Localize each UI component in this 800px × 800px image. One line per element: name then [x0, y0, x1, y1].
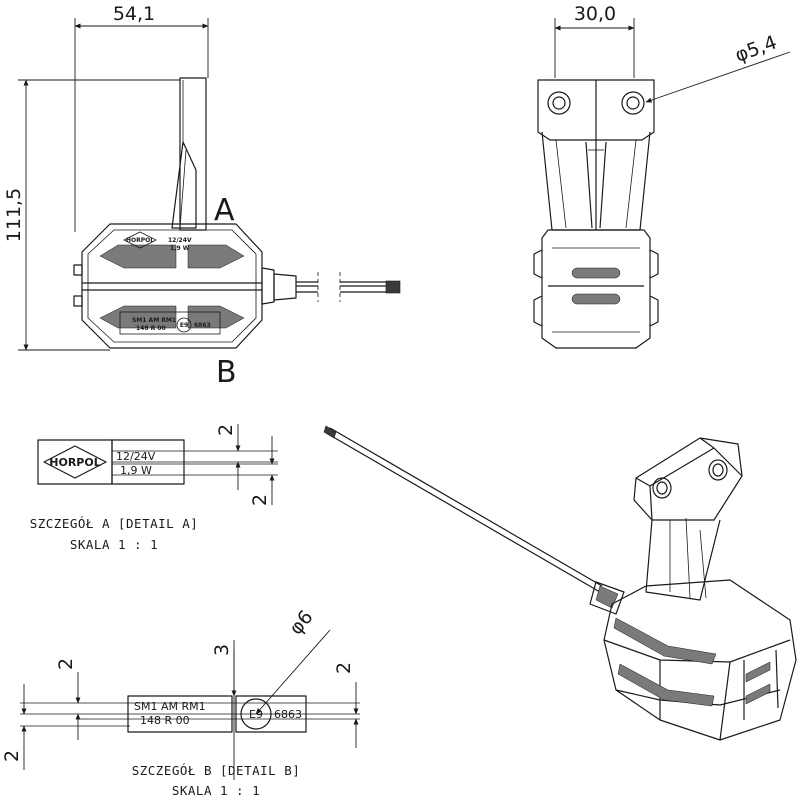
detail-b-dim-left-top: 2 — [55, 658, 77, 670]
detail-b-caption: SZCZEGÓŁ B [DETAIL B] — [132, 763, 301, 778]
hole-diameter-label: φ5,4 — [732, 31, 780, 66]
detail-b-scale: SKALA 1 : 1 — [172, 783, 260, 798]
section-label-a: A — [214, 193, 235, 228]
dimension-width-side: 30,0 — [554, 3, 635, 78]
detail-b-dim-mid: 3 — [211, 644, 233, 656]
detail-a-scale: SKALA 1 : 1 — [70, 537, 158, 552]
body-approval-code: SM1 AM RM1 — [132, 317, 176, 324]
detail-b-circle-dia: φ6 — [285, 606, 318, 639]
mount-hole-left — [547, 91, 571, 115]
section-label-b: B — [216, 355, 237, 390]
front-view: 54,1 111,5 HORPOL 12/24V 1,9 — [3, 3, 401, 390]
dimension-width-top: 54,1 — [74, 3, 209, 232]
dimension-54-label: 54,1 — [113, 3, 155, 25]
detail-a-caption: SZCZEGÓŁ A [DETAIL A] — [30, 516, 199, 531]
dimension-30-label: 30,0 — [574, 3, 616, 25]
detail-b-approval-code: SM1 AM RM1 — [134, 700, 206, 713]
isometric-view — [323, 425, 797, 741]
detail-a-dim-top: 2 — [215, 424, 237, 436]
detail-b-e-number: 6863 — [274, 708, 302, 721]
body-e-number: 6863 — [194, 322, 211, 329]
detail-a-logo: HORPOL — [49, 456, 100, 469]
dimension-111-label: 111,5 — [3, 188, 25, 242]
side-top-head — [537, 79, 655, 141]
detail-a-dim-bottom: 2 — [249, 494, 271, 506]
detail-a: HORPOL 12/24V 1,9 W 2 2 SZCZEGÓŁ A [DETA… — [30, 424, 278, 552]
iso-body — [603, 579, 797, 741]
body-power-text: 1,9 W — [170, 245, 190, 252]
body-approval-number: 148 R 00 — [136, 325, 166, 332]
cable-gland — [261, 267, 275, 305]
detail-b-dim-left-bottom: 2 — [1, 750, 23, 762]
detail-b-dim-right: 2 — [333, 662, 355, 674]
detail-b: SM1 AM RM1 148 R 00 E9 6863 3 φ6 2 2 2 S… — [1, 606, 360, 798]
detail-b-approval-number: 148 R 00 — [140, 714, 190, 727]
detail-a-voltage: 12/24V — [116, 450, 156, 463]
body-e-mark: E9 — [180, 322, 188, 329]
body-logo-text: HORPOL — [126, 237, 154, 244]
detail-b-e-circle — [240, 698, 272, 730]
mount-hole-right — [621, 91, 645, 115]
side-body — [541, 229, 651, 349]
detail-a-power: 1,9 W — [120, 464, 152, 477]
side-view: 30,0 φ5,4 — [533, 3, 791, 349]
iso-head — [633, 437, 743, 521]
body-voltage-text: 12/24V — [168, 237, 192, 244]
dimension-height-left: 111,5 — [3, 79, 180, 351]
dimension-hole-diameter: φ5,4 — [645, 31, 791, 103]
mounting-tab — [179, 77, 207, 231]
detail-b-e-mark: E9 — [249, 708, 263, 721]
